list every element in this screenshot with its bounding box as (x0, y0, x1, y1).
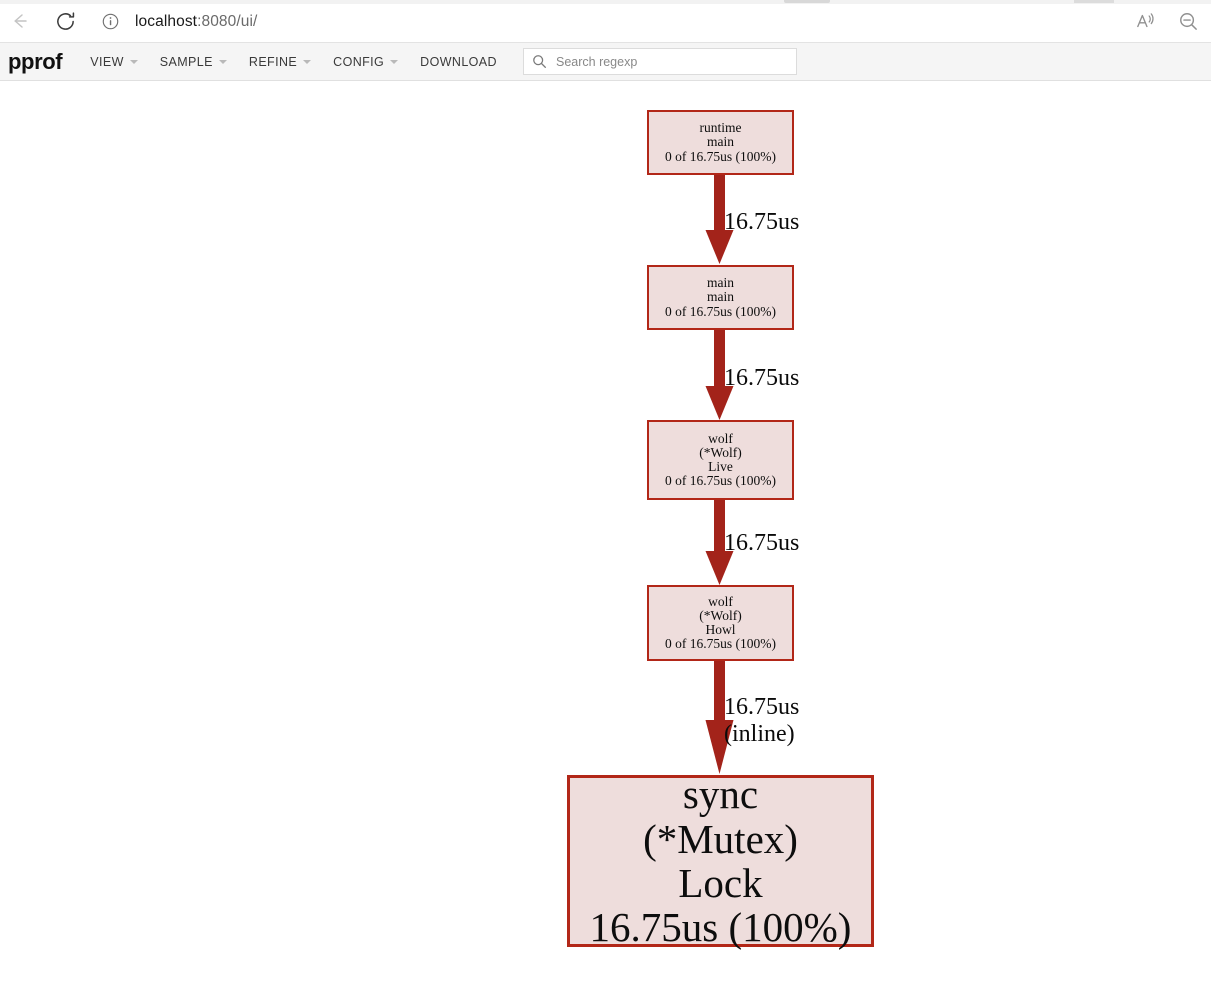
edge-inline-note: (inline) (724, 720, 795, 747)
edge-label-wolf-live-to-wolf-howl: 16.75us (724, 530, 799, 557)
graph-node-main-main[interactable]: main main 0 of 16.75us (100%) (647, 265, 794, 330)
node-stat: 16.75us (100%) (589, 904, 852, 951)
edge-weight: 16.75us (724, 209, 800, 235)
edge-weight: 16.75us (724, 694, 800, 720)
menu-item-sample-label: SAMPLE (159, 54, 213, 69)
node-line: wolf (708, 593, 733, 609)
graph-node-wolf-howl[interactable]: wolf (*Wolf) Howl 0 of 16.75us (100%) (647, 585, 794, 661)
edge-main-main-to-wolf-live[interactable] (705, 330, 734, 420)
node-line: (*Wolf) (699, 607, 742, 623)
url-host: localhost (135, 12, 198, 30)
node-stat: 0 of 16.75us (100%) (665, 303, 776, 319)
node-line: Howl (705, 622, 736, 637)
node-line: runtime (699, 120, 742, 136)
node-line: (*Wolf) (699, 444, 742, 460)
menu-item-view-label: VIEW (90, 54, 124, 69)
edge-weight: 16.75us (724, 365, 800, 391)
call-graph[interactable]: runtime main 0 of 16.75us (100%) 16.75us… (0, 82, 1211, 988)
tab-edge-left (784, 0, 830, 3)
address-bar[interactable]: localhost:8080/ui/ (93, 4, 829, 39)
node-stat: 0 of 16.75us (100%) (665, 636, 776, 652)
pprof-logo: pprof (8, 48, 63, 74)
tab-strip-edge (0, 0, 1211, 4)
edge-label-main-main-to-wolf-live: 16.75us (724, 365, 799, 392)
node-line: (*Mutex) (643, 815, 798, 862)
menu-item-download-label: DOWNLOAD (420, 54, 497, 69)
chrome-divider (0, 42, 1211, 43)
node-line: wolf (708, 430, 733, 446)
url-path: :8080/ui/ (197, 12, 258, 30)
edge-label-runtime-main-to-main-main: 16.75us (724, 209, 799, 236)
pprof-toolbar: pprof VIEW SAMPLE REFINE CONFIG DOWNLOAD (0, 43, 1211, 81)
node-stat: 0 of 16.75us (100%) (665, 473, 776, 489)
zoom-out-icon (1179, 12, 1197, 30)
graph-node-wolf-live[interactable]: wolf (*Wolf) Live 0 of 16.75us (100%) (647, 420, 794, 500)
node-line: sync (682, 771, 759, 818)
graph-node-sync-mutex-lock[interactable]: sync (*Mutex) Lock 16.75us (100%) (567, 771, 874, 951)
search-box[interactable] (522, 48, 797, 75)
read-aloud-button[interactable] (1130, 4, 1162, 38)
url-text: localhost:8080/ui/ (135, 13, 257, 31)
info-circle-icon[interactable] (93, 5, 127, 39)
back-button[interactable] (5, 6, 35, 36)
node-line: Live (708, 459, 733, 474)
menu-item-sample[interactable]: SAMPLE (154, 51, 233, 73)
edge-runtime-main-to-main-main[interactable] (705, 174, 734, 264)
node-line: main (707, 289, 734, 305)
reload-icon (56, 11, 74, 30)
chevron-down-icon (303, 59, 312, 64)
node-line: Lock (678, 860, 763, 906)
edge-label-wolf-howl-to-sync-mutex-lock: 16.75us (inline) (724, 694, 799, 748)
graph-node-runtime-main[interactable]: runtime main 0 of 16.75us (100%) (647, 110, 794, 175)
read-aloud-icon (1137, 13, 1154, 28)
menu-item-refine[interactable]: REFINE (243, 51, 317, 73)
menu-item-config-label: CONFIG (333, 54, 385, 69)
menu-item-download[interactable]: DOWNLOAD (414, 51, 503, 73)
edge-weight: 16.75us (724, 530, 800, 556)
back-arrow-icon (14, 14, 27, 28)
edge-wolf-live-to-wolf-howl[interactable] (705, 495, 734, 585)
menu-item-refine-label: REFINE (248, 54, 298, 69)
zoom-out-button[interactable] (1172, 4, 1204, 38)
search-icon (532, 54, 547, 69)
search-input[interactable] (553, 53, 788, 70)
graph-edges (705, 174, 734, 774)
browser-chrome: localhost:8080/ui/ (0, 0, 1211, 43)
menu-item-config[interactable]: CONFIG (327, 51, 404, 73)
node-line: main (707, 134, 734, 150)
reload-button[interactable] (50, 6, 80, 36)
chevron-down-icon (390, 59, 399, 64)
chevron-down-icon (218, 59, 227, 64)
chevron-down-icon (129, 59, 138, 64)
node-stat: 0 of 16.75us (100%) (665, 148, 776, 164)
node-line: main (707, 275, 734, 291)
menu-item-view[interactable]: VIEW (84, 51, 144, 73)
tab-edge-right (1074, 0, 1114, 3)
edge-wolf-howl-to-sync-mutex-lock[interactable] (705, 660, 734, 774)
